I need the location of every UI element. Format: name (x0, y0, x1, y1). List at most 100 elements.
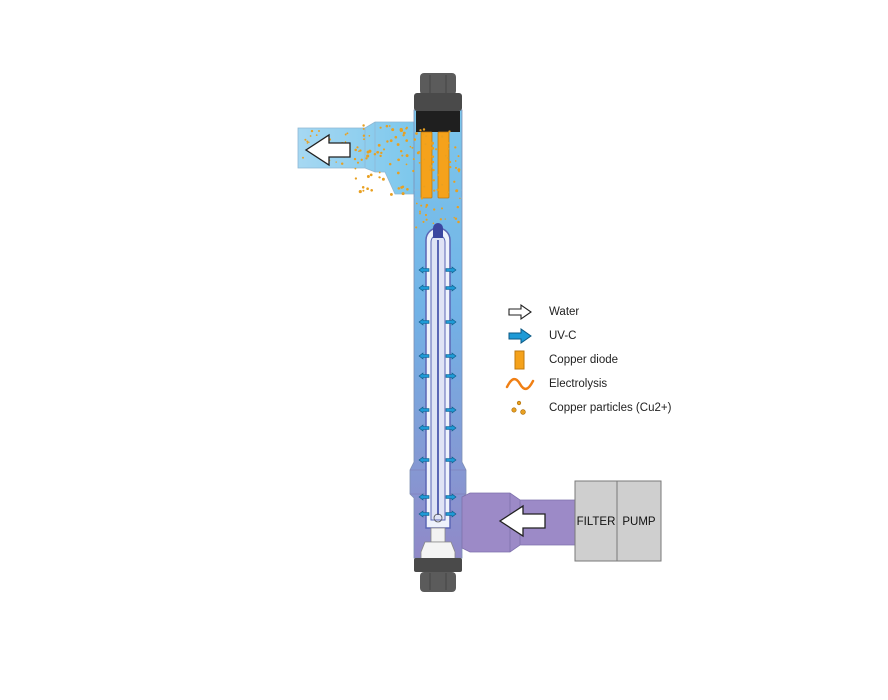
copper-particle (359, 149, 362, 152)
legend-label-copper-diode: Copper diode (549, 354, 619, 366)
copper-particle (381, 177, 385, 181)
copper-particle (453, 216, 455, 219)
copper-particle (446, 191, 450, 194)
copper-particle (358, 190, 362, 194)
copper-particle (423, 158, 426, 161)
copper-particle (377, 143, 381, 147)
copper-particle (448, 130, 451, 133)
copper-particle (361, 186, 365, 189)
uvc-arrow (418, 424, 430, 432)
particles-icon (511, 400, 526, 415)
copper-particle (396, 143, 400, 146)
copper-particle (436, 173, 440, 177)
pump-label: PUMP (622, 516, 656, 528)
copper-particle (346, 132, 349, 135)
copper-particle (366, 175, 370, 178)
copper-particle (394, 135, 398, 139)
copper-particle (370, 189, 374, 192)
copper-particle (389, 192, 393, 196)
uvc-arrow (445, 406, 457, 414)
copper-particle (446, 156, 449, 159)
copper-particle (405, 163, 408, 166)
uvc-arrow (418, 456, 430, 464)
uvc-arrow (418, 284, 430, 292)
uvc-arrow (445, 493, 457, 501)
copper-particle (400, 186, 403, 189)
uvc-arrow (418, 493, 430, 501)
copper-particle (308, 141, 310, 143)
copper-particle (430, 141, 434, 145)
copper-particle (385, 124, 389, 128)
copper-particle (309, 135, 312, 137)
uv-lamp (425, 223, 451, 529)
water-flow-arrow-inlet (498, 504, 546, 538)
copper-particle (362, 134, 366, 137)
copper-particle (455, 189, 459, 193)
legend-label-water: Water (549, 306, 580, 318)
copper-particle (422, 128, 426, 131)
wave-icon (505, 377, 535, 391)
uvc-arrow (445, 372, 457, 380)
copper-particle (422, 220, 425, 223)
copper-particle (354, 177, 358, 180)
copper-particle (340, 162, 344, 165)
copper-particle (378, 171, 381, 174)
copper-particle (411, 146, 414, 149)
copper-particle (420, 197, 424, 200)
copper-particle (425, 218, 428, 221)
copper-particle (422, 132, 425, 135)
outlet-pipe (297, 121, 416, 195)
copper-particle (441, 183, 444, 186)
copper-particle (365, 157, 368, 160)
copper-particle (448, 142, 450, 144)
copper-particle (432, 222, 435, 224)
copper-particle (418, 162, 421, 164)
copper-particle (344, 133, 347, 136)
copper-particle (388, 125, 391, 127)
copper-particle (386, 140, 389, 143)
uvc-arrow (418, 406, 430, 414)
copper-particle (431, 146, 435, 150)
copper-particle (405, 127, 408, 130)
legend-label-uvc: UV-C (549, 330, 577, 342)
bottom-fitting (414, 558, 462, 592)
copper-particle (432, 168, 435, 172)
copper-particle (457, 220, 460, 224)
filter-label: FILTER (577, 516, 616, 528)
copper-particle (423, 185, 426, 188)
copper-particle (444, 154, 447, 157)
copper-particle (377, 151, 380, 153)
copper-particle (456, 205, 460, 209)
copper-particle (399, 127, 403, 131)
copper-particle (409, 145, 412, 148)
copper-particle (356, 161, 360, 164)
copper-particle (425, 135, 428, 138)
copper-particle (310, 129, 314, 133)
copper-particle (420, 204, 423, 207)
copper-particle (454, 217, 458, 220)
copper-particle (441, 135, 444, 138)
copper-particle (401, 154, 404, 157)
copper-particle (439, 218, 442, 221)
copper-particle (389, 139, 393, 143)
copper-particle (425, 203, 429, 207)
copper-particle (405, 139, 409, 142)
uvc-arrow (418, 510, 430, 518)
copper-particle (458, 170, 460, 173)
pump-unit: PUMP (616, 480, 662, 562)
copper-diode-icon (514, 350, 525, 370)
copper-particle (302, 156, 304, 159)
copper-particle (429, 168, 432, 172)
copper-particle (335, 161, 337, 163)
copper-particle (424, 213, 428, 217)
uvc-arrow (445, 284, 457, 292)
copper-particle (449, 165, 452, 169)
legend: Water UV-C Copper diode Electrolysis Cop… (505, 300, 705, 420)
copper-particle (399, 149, 403, 153)
copper-particle (304, 138, 307, 141)
copper-particle (432, 179, 435, 182)
copper-particle (388, 162, 392, 166)
copper-particle (318, 130, 320, 132)
uvc-arrow (445, 352, 457, 360)
filter-unit: FILTER (574, 480, 618, 562)
